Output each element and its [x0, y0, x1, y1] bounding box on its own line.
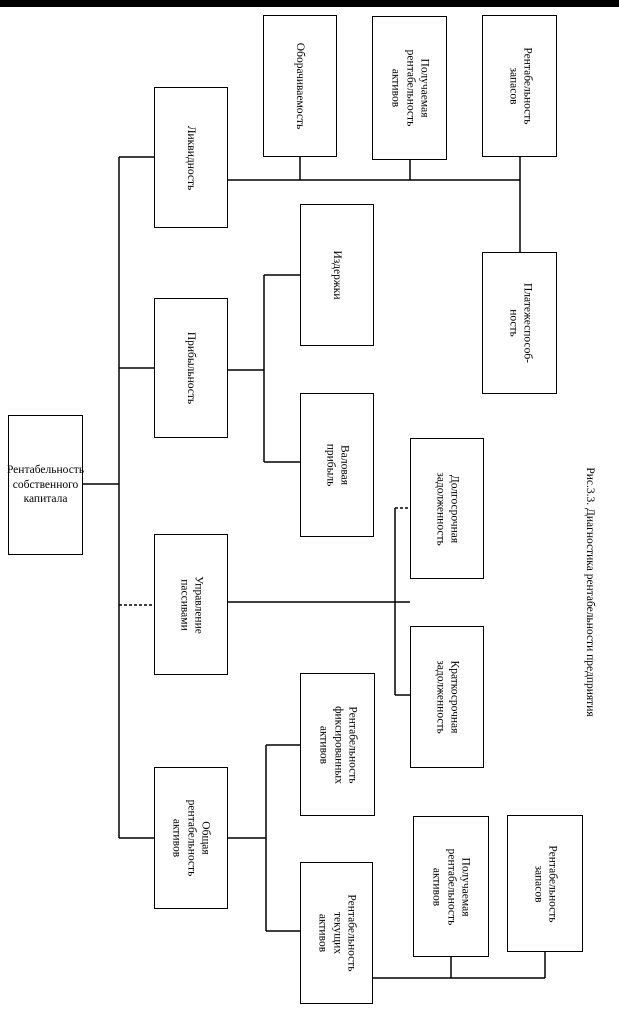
top-border: [0, 0, 619, 7]
node-received-asset-return-top: Получаемая рентабельность активов: [372, 16, 447, 160]
node-liquidity-label: Ликвидность: [185, 125, 198, 190]
node-solvency-label: Платежеспособ- ность: [506, 283, 533, 363]
node-turnover: Оборачиваемость: [263, 15, 337, 157]
figure-caption: Рис.3.3. Диагностика рентабельности пред…: [584, 467, 596, 717]
node-total-asset-return-label: Общая рентабельность активов: [170, 799, 212, 877]
node-turnover-label: Оборачиваемость: [294, 42, 307, 130]
node-received-asset-return-top-label: Получаемая рентабельность активов: [389, 49, 431, 127]
node-current-asset-return: Рентабельность текущих активов: [300, 862, 373, 1004]
node-liquidity: Ликвидность: [154, 87, 228, 228]
node-liabilities-management: Управление пассивами: [154, 534, 228, 675]
root-label: Рентабельность собственного капитала: [6, 464, 85, 506]
node-received-asset-return-bottom-label: Получаемая рентабельность активов: [430, 848, 472, 925]
node-costs-label: Издержки: [331, 250, 344, 300]
root-box-equity-return: Рентабельность собственного капитала: [6, 415, 85, 555]
node-costs: Издержки: [300, 204, 374, 346]
node-long-term-debt: Долгосрочная задолженность: [410, 438, 484, 579]
node-inventory-return-top-label: Рентабельность запасов: [506, 47, 533, 125]
node-inventory-return-bottom: Рентабельность запасов: [507, 815, 583, 952]
node-long-term-debt-label: Долгосрочная задолженность: [434, 471, 461, 546]
node-inventory-return-top: Рентабельность запасов: [482, 15, 557, 157]
node-gross-profit: Валовая прибыль: [300, 393, 374, 537]
node-current-asset-return-label: Рентабельность текущих активов: [316, 894, 358, 972]
node-fixed-asset-return-label: Рентабельность фиксированных активов: [317, 705, 359, 784]
node-solvency: Платежеспособ- ность: [482, 252, 557, 394]
node-received-asset-return-bottom: Получаемая рентабельность активов: [413, 816, 489, 957]
node-profitability-label: Прибыльность: [185, 331, 198, 405]
node-inventory-return-bottom-label: Рентабельность запасов: [532, 844, 559, 923]
node-short-term-debt: Краткосрочная задолженность: [410, 626, 484, 768]
node-gross-profit-label: Валовая прибыль: [324, 443, 351, 487]
node-short-term-debt-label: Краткосрочная задолженность: [434, 660, 461, 734]
node-fixed-asset-return: Рентабельность фиксированных активов: [300, 673, 375, 816]
node-profitability: Прибыльность: [154, 298, 228, 438]
node-liabilities-management-label: Управление пассивами: [178, 575, 205, 634]
node-total-asset-return: Общая рентабельность активов: [154, 767, 228, 909]
